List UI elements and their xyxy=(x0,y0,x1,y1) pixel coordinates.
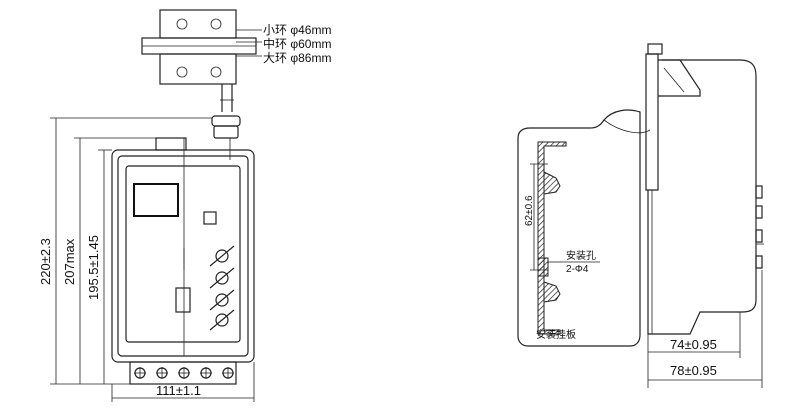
fuse-slot xyxy=(175,287,191,313)
current-ring-clamp xyxy=(141,9,262,139)
ring-label-small: 小环 φ46mm xyxy=(263,23,331,37)
relay-side-body xyxy=(645,43,764,335)
display-window xyxy=(133,183,179,217)
ring-label-large: 大环 φ86mm xyxy=(263,51,331,65)
plate-label: 安装挂板 xyxy=(536,328,576,341)
dim-height-max: 207max xyxy=(62,238,77,285)
hole-spec: 2-Φ4 xyxy=(566,264,589,275)
hanging-rail xyxy=(537,141,567,335)
relay-body xyxy=(111,137,255,385)
ring-label-medium: 中环 φ60mm xyxy=(263,36,331,51)
front-view: 小环 φ46mm 中环 φ60mm 大环 φ86mm xyxy=(38,9,331,402)
dim-depth-2: 78±0.95 xyxy=(670,363,717,378)
side-dimension-lines xyxy=(647,270,763,388)
terminal-screws xyxy=(134,367,234,379)
dim-width: 111±1.1 xyxy=(156,383,201,398)
dim-hole-spacing: 62±0.6 xyxy=(524,195,535,226)
hole-label: 安装孔 xyxy=(566,249,596,262)
front-dimension-lines xyxy=(50,117,255,402)
dim-height-total: 220±2.3 xyxy=(38,238,53,285)
mounting-plate-outline xyxy=(517,109,641,347)
indicator-square xyxy=(203,211,217,225)
terminal-block xyxy=(129,361,237,385)
dim-height-body: 195.5±1.45 xyxy=(86,235,101,300)
side-view: 62±0.6 安装孔 2-Φ4 安装挂板 xyxy=(517,43,764,388)
adjust-knobs xyxy=(209,245,235,331)
dim-depth-1: 74±0.95 xyxy=(670,337,717,352)
